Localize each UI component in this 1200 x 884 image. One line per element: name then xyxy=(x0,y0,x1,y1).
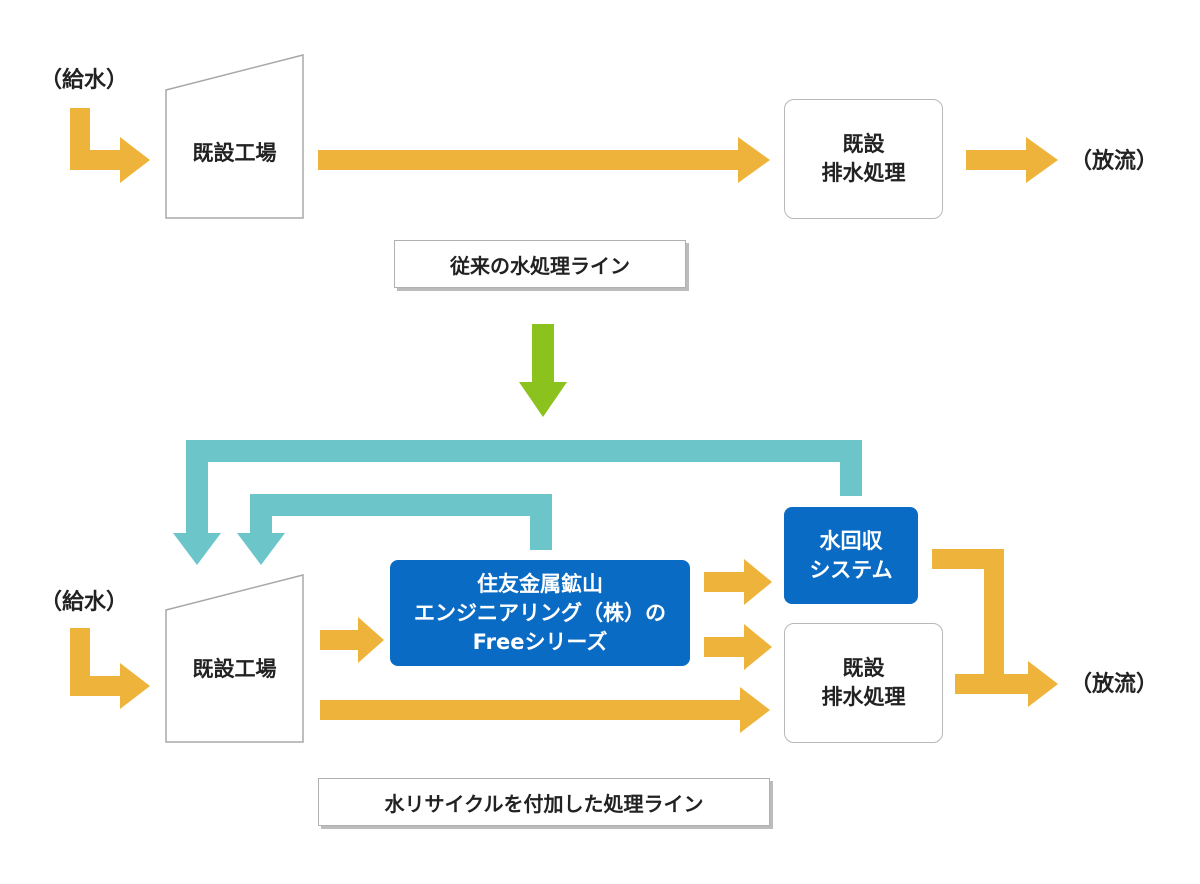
bottom-water-supply-label: （給水） xyxy=(39,590,128,615)
top-treatment-line1: 既設 xyxy=(842,132,885,156)
bottom-factory-label: 既設工場 xyxy=(192,657,277,681)
top-factory-label: 既設工場 xyxy=(192,141,277,165)
bottom-existing-treatment-box: 既設 排水処理 xyxy=(784,623,943,743)
top-treatment-line2: 排水処理 xyxy=(821,161,906,185)
top-existing-treatment-box: 既設 排水処理 xyxy=(784,99,943,219)
free-line1: 住友金属鉱山 xyxy=(477,571,603,596)
bottom-supply-arrow xyxy=(70,628,150,709)
recycle-line-caption: 水リサイクルを付加した処理ライン xyxy=(318,778,770,826)
free-line3: Freeシリーズ xyxy=(472,629,608,654)
bottom-treatment-line1: 既設 xyxy=(842,656,885,680)
top-factory-shape xyxy=(165,54,304,219)
bottom-treatment-line2: 排水処理 xyxy=(821,685,906,709)
outer-recycle-arrow xyxy=(173,440,862,565)
recovery-line2: システム xyxy=(809,557,893,582)
recovery-line1: 水回収 xyxy=(819,528,883,553)
free-series-box: 住友金属鉱山 エンジニアリング（株）の Freeシリーズ xyxy=(390,560,690,666)
top-supply-arrow xyxy=(70,108,150,183)
recovery-to-discharge-arrow xyxy=(932,549,1004,674)
free-to-recovery-arrow xyxy=(704,559,772,605)
water-recovery-box: 水回収 システム xyxy=(784,507,918,604)
free-line2: エンジニアリング（株）の xyxy=(414,600,666,625)
free-to-treatment-arrow xyxy=(704,624,772,670)
factory-to-treatment-arrow xyxy=(320,687,770,733)
bottom-discharge-label: （放流） xyxy=(1069,672,1158,697)
top-discharge-label: （放流） xyxy=(1069,149,1158,174)
top-water-supply-label: （給水） xyxy=(39,68,128,93)
top-discharge-arrow xyxy=(966,137,1058,183)
bottom-discharge-arrow xyxy=(955,661,1058,707)
factory-to-free-arrow xyxy=(320,617,384,663)
transition-arrow xyxy=(519,324,567,417)
inner-recycle-arrow xyxy=(237,494,552,565)
top-factory-to-treatment-arrow xyxy=(318,137,770,183)
conventional-line-caption: 従来の水処理ライン xyxy=(394,240,686,288)
bottom-factory-shape xyxy=(165,574,304,743)
